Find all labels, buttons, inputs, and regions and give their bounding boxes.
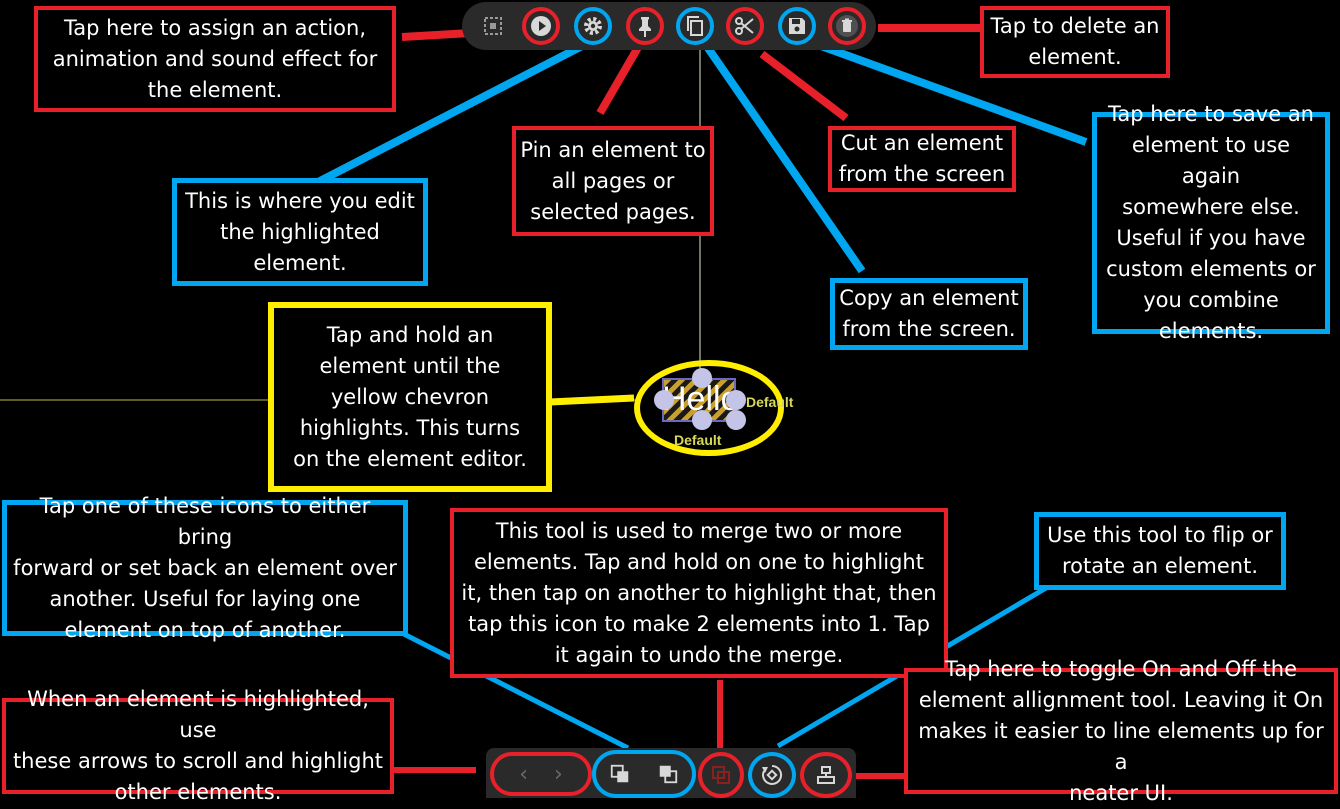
callout-delete: Tap to delete an element. <box>980 6 1170 78</box>
pin-icon[interactable] <box>626 7 664 45</box>
resize-handle-top-left[interactable] <box>692 368 712 388</box>
callout-cut: Cut an element from the screen <box>828 126 1016 192</box>
callout-copy: Copy an element from the screen. <box>830 278 1028 350</box>
callout-arrows: When an element is highlighted, use thes… <box>2 687 394 804</box>
gear-icon[interactable] <box>574 7 612 45</box>
rotate-icon[interactable] <box>748 752 796 798</box>
copy-icon[interactable] <box>676 7 714 45</box>
default-label-bottom: Default <box>674 432 722 448</box>
highlight-ellipse <box>634 360 784 456</box>
callout-save: Tap here to save an element to use again… <box>1092 102 1330 343</box>
chevron-right-icon[interactable]: › <box>554 761 563 787</box>
bring-forward-icon[interactable] <box>609 763 631 785</box>
element-toolbar <box>462 2 876 50</box>
callout-edit: This is where you edit the highlighted e… <box>172 178 428 286</box>
resize-handle-right[interactable] <box>726 390 746 410</box>
callout-merge: This tool is used to merge two or more e… <box>450 508 948 678</box>
resize-handle-bottom[interactable] <box>692 410 712 430</box>
play-icon[interactable] <box>522 7 560 45</box>
navigate-arrows-group: ‹ › <box>490 752 592 796</box>
callout-flip: Use this tool to flip or rotate an eleme… <box>1034 512 1286 590</box>
align-icon[interactable] <box>800 752 852 798</box>
default-label-right: Default <box>746 394 794 410</box>
send-back-icon[interactable] <box>657 763 679 785</box>
layer-order-group <box>592 750 696 798</box>
callout-action: Tap here to assign an action, animation … <box>34 6 396 112</box>
callout-align: Tap here to toggle On and Off the elemen… <box>904 657 1338 805</box>
scissors-icon[interactable] <box>726 7 764 45</box>
trash-icon[interactable] <box>828 7 866 45</box>
select-icon[interactable] <box>474 7 512 45</box>
chevron-left-icon[interactable]: ‹ <box>519 761 528 787</box>
merge-icon[interactable] <box>698 752 744 798</box>
save-icon[interactable] <box>778 7 816 45</box>
callout-pin: Pin an element to all pages or selected … <box>512 126 714 236</box>
callout-hold: Tap and hold an element until the yellow… <box>268 302 552 492</box>
resize-handle-left[interactable] <box>654 390 674 410</box>
callout-order: Tap one of these icons to either bring f… <box>2 494 408 642</box>
resize-handle-bottom-right[interactable] <box>726 410 746 430</box>
